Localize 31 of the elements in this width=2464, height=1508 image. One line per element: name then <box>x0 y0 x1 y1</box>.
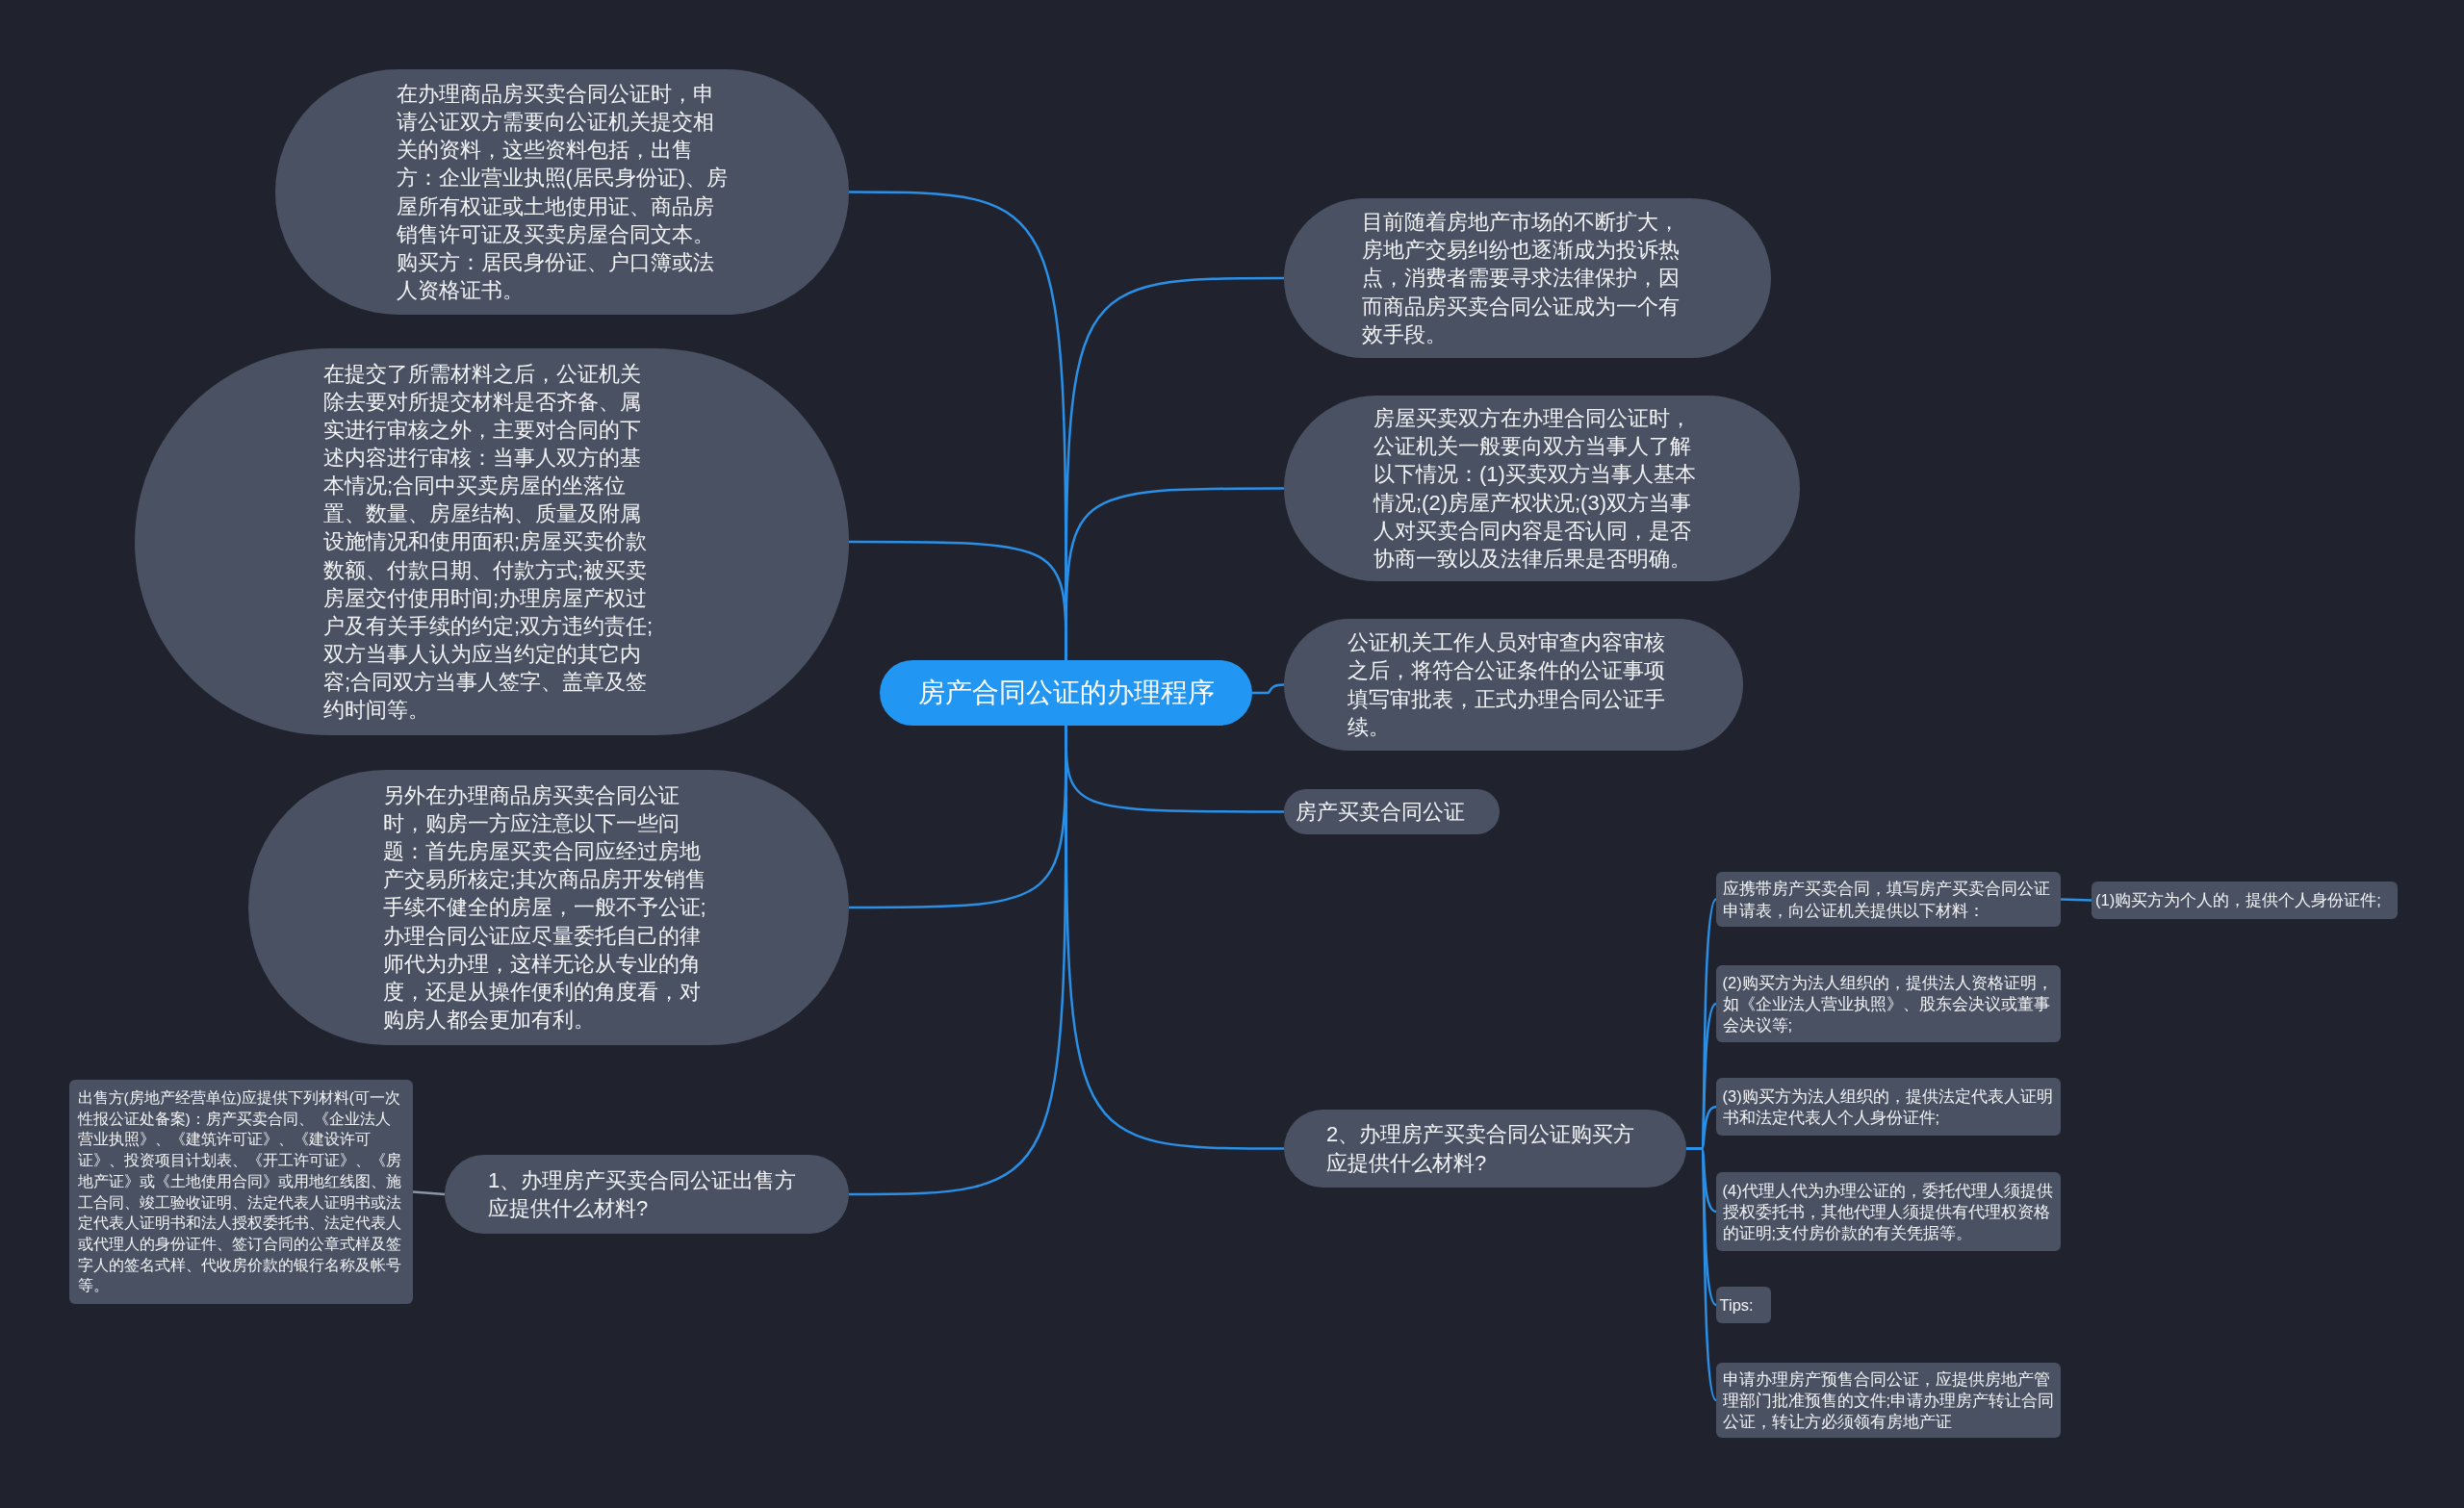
connector-line <box>1686 1147 1718 1401</box>
connector-line <box>1252 683 1285 695</box>
detail-card <box>1716 1363 2061 1438</box>
topic-text: 另外在办理商品房买卖合同公证时，购房一方应注意以下一些问题：首先房屋买卖合同应经过房地产交易所核定;其次商品房开发销售手续不健全的房屋，一般不予公证;办理合同公证应尽量委托自己的律师代为办理，这样无论从专业的角度，还是从操作便利的角度看，对购房人都会更加有利。 <box>382 782 707 1034</box>
detail-card <box>2092 882 2398 919</box>
topic-text: 房产合同公证的办理程序 <box>916 676 1216 709</box>
topic-text: 目前随着房地产市场的不断扩大，房地产交易纠纷也逐渐成为投诉热点，消费者需要寻求法律保护，因而商品房买卖合同公证成为一个有效手段。 <box>1361 209 1681 348</box>
topic-text: 公证机关工作人员对审查内容审核之后，将符合公证条件的公证事项填写审批表，正式办理合同公证手续。 <box>1348 629 1666 741</box>
topic-text: 申请办理房产预售合同公证，应提供房地产管理部门批准预售的文件;申请办理房产转让合同公证，转让方必须领有房地产证 <box>1722 1368 2055 1433</box>
connector-line <box>2060 898 2092 902</box>
topic-text: 在办理商品房买卖合同公证时，申请公证双方需要向公证机关提交相关的资料，这些资料包括，出售方：企业营业执照(居民身份证)、房屋所有权证或土地使用证、商品房销售许可证及买卖房屋合同文本。购买方：居民身份证、户口簿或法人资格证书。 <box>396 81 729 304</box>
topic-text: 1、办理房产买卖合同公证出售方应提供什么材料? <box>488 1166 798 1222</box>
detail-card <box>1716 965 2061 1042</box>
topic-text: 2、办理房产买卖合同公证购买方应提供什么材料? <box>1326 1121 1636 1177</box>
topic-text: 在提交了所需材料之后，公证机关除去要对所提交材料是否齐备、属实进行审核之外，主要对合同的下述内容进行审核：当事人双方的基本情况;合同中买卖房屋的坐落位置、数量、房屋结构、质量及附属设施情况和使用面积;房屋买卖价款数额、付款日期、付款方式;被买卖房屋交付使用时间;办理房屋产权过户及有关手续的约定;双方违约责任;双方当事人认为应当约定的其它内容;合同双方当事人签字、盖章及签约时间等。 <box>323 361 654 724</box>
detail-card <box>1716 872 2061 927</box>
detail-card <box>1716 1172 2061 1251</box>
topic-text: (2)购买方为法人组织的，提供法人资格证明，如《企业法人营业执照》、股东会决议或董事会决议等; <box>1722 972 2054 1036</box>
topic-text: (3)购买方为法人组织的，提供法定代表人证明书和法定代表人个人身份证件; <box>1722 1086 2054 1128</box>
topic-text: 应携带房产买卖合同，填写房产买卖合同公证申请表，向公证机关提供以下材料： <box>1722 879 2051 921</box>
detail-card <box>1716 1287 1771 1323</box>
topic-text: 出售方(房地产经营单位)应提供下列材料(可一次性报公证处备案)：房产买卖合同、《企业法人营业执照》、《建筑许可证》、《建设许可证》、投资项目计划表、《开工许可证》、《房地产证》或《土地使用合同》或用地红线图、施工合同、竣工验收证明、法定代表人证明书或法定代表人证明书和法人授权委托书、法定代表人或代理人的身份证件、签订合同的公章式样及签字人的签名式样、代收房价款的银行名称及帐号等。 <box>77 1088 402 1296</box>
topic-text: 房产买卖合同公证 <box>1296 799 1466 826</box>
topic-text: (4)代理人代为办理公证的，委托代理人须提供授权委托书，其他代理人须提供有代理权资格的证明;支付房价款的有关凭据等。 <box>1722 1180 2054 1244</box>
topic-text: 房屋买卖双方在办理合同公证时，公证机关一般要向双方当事人了解以下情况：(1)买卖双方当事人基本情况;(2)房屋产权状况;(3)双方当事人对买卖合同内容是否认同，是否协商一致以及法律后果是否明确。 <box>1373 405 1697 573</box>
topic-text: Tips: <box>1719 1294 1755 1316</box>
topic-text: (1)购买方为个人的，提供个人身份证件; <box>2095 890 2382 911</box>
connector-line <box>412 1190 446 1196</box>
detail-card <box>1716 1078 2061 1136</box>
connector-line <box>1065 487 1284 660</box>
topic-bubble <box>1284 789 1500 834</box>
